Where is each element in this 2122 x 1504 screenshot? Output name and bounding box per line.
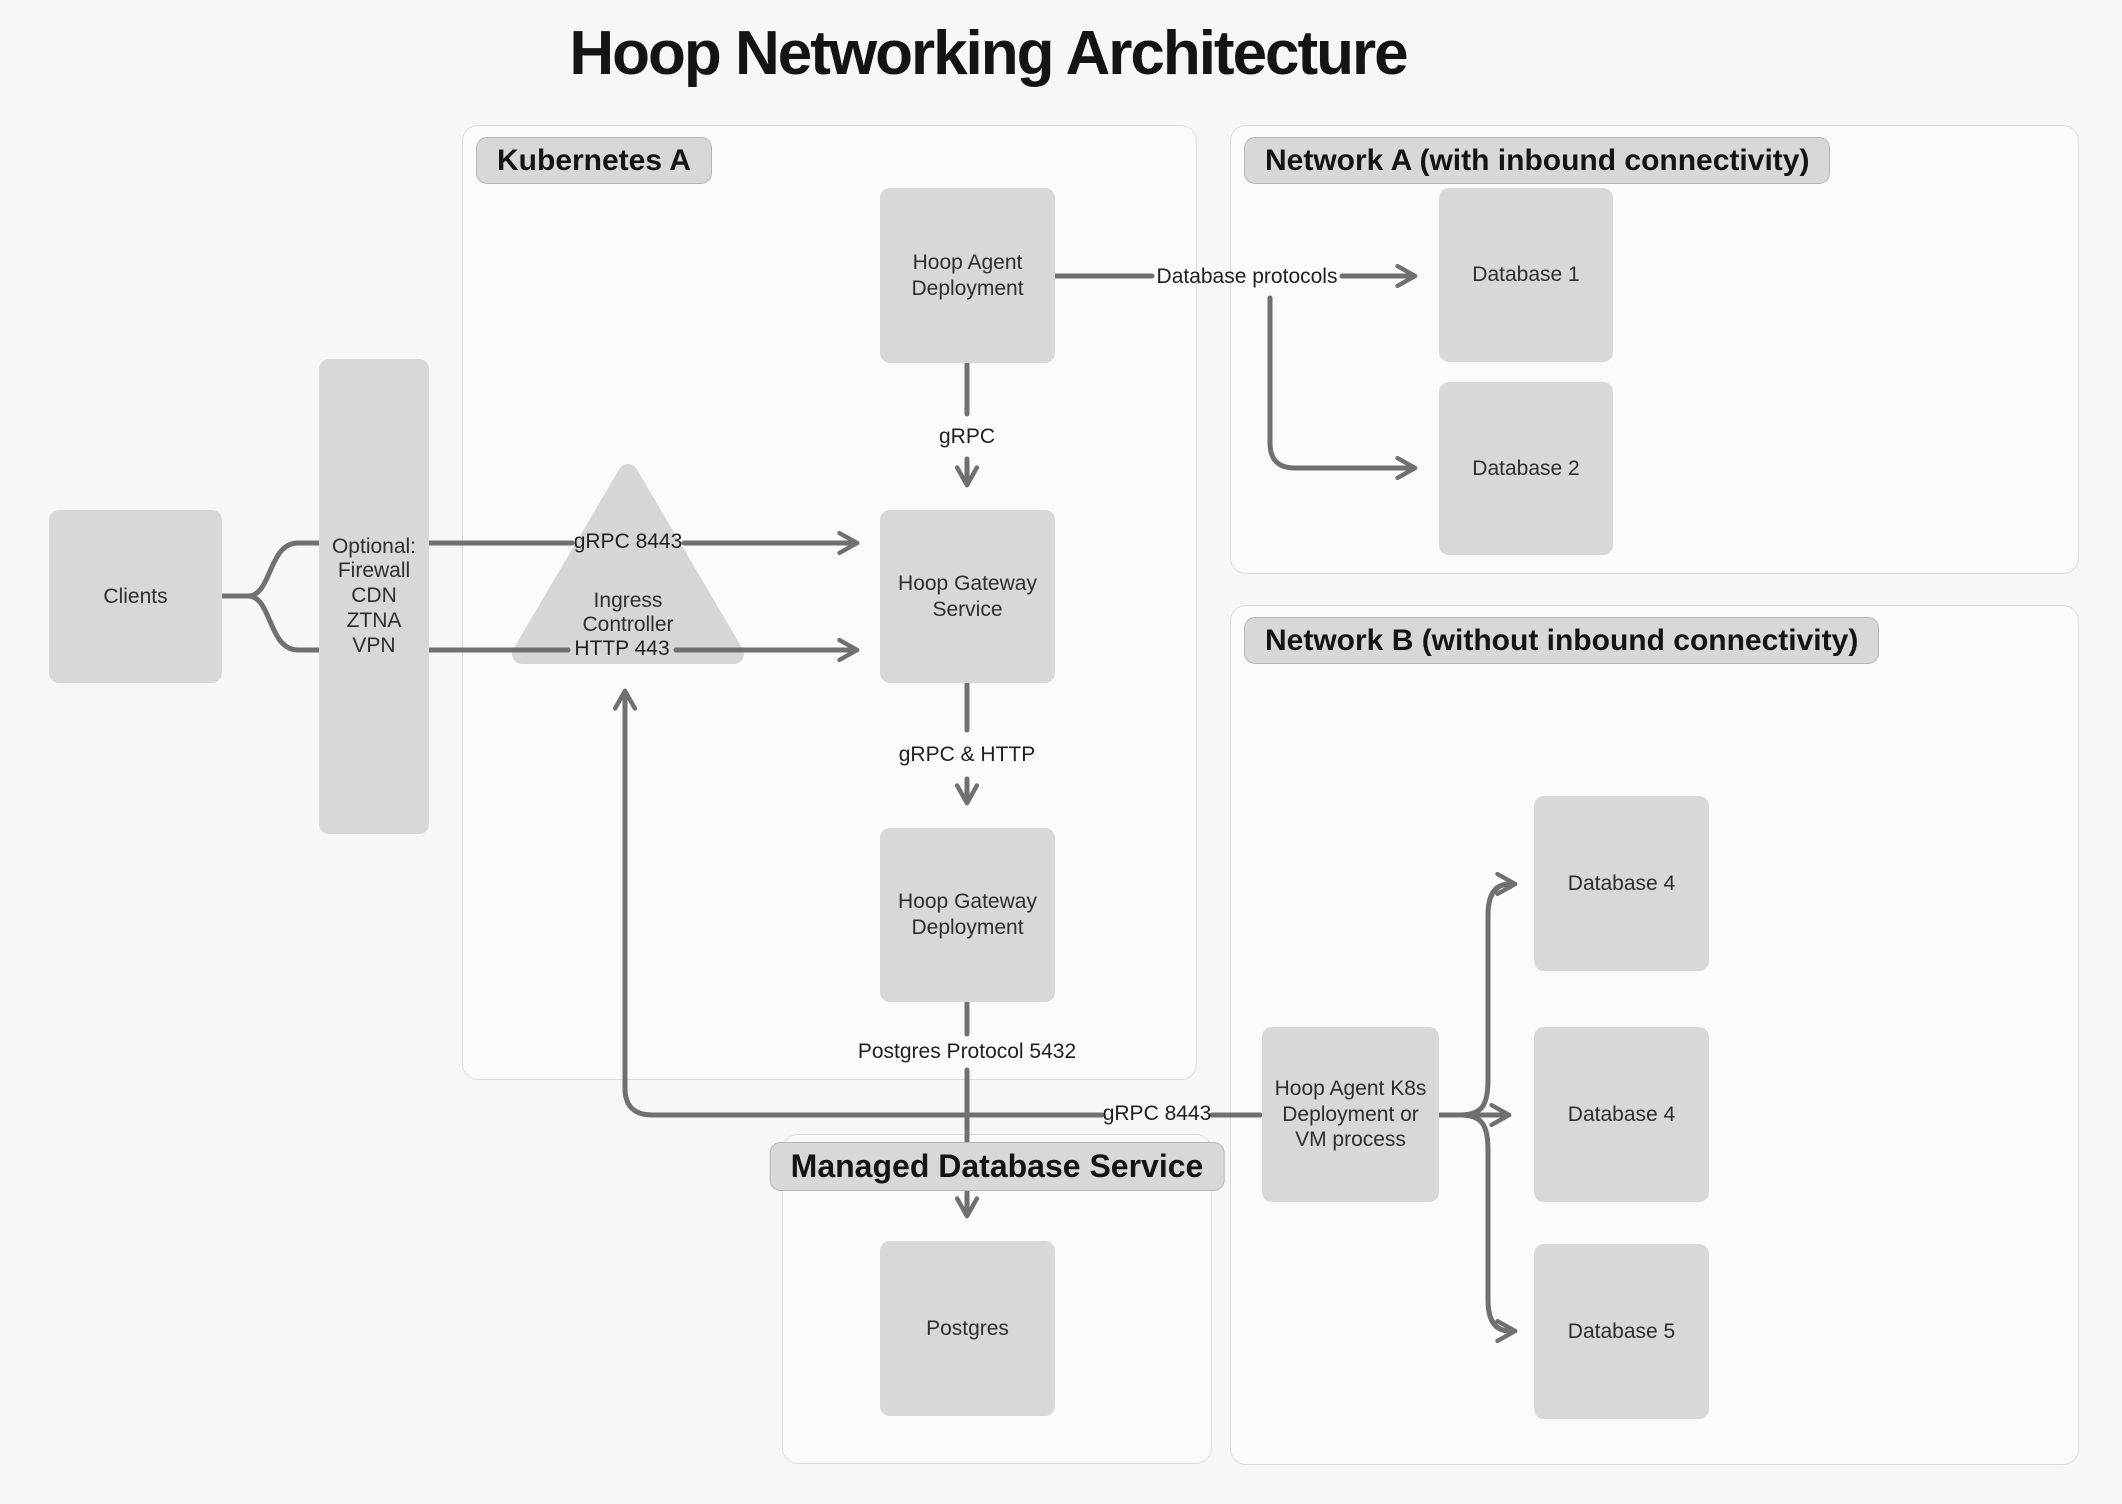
label-managed-db: Managed Database Service: [769, 1142, 1225, 1192]
node-database-1: Database 1: [1439, 188, 1613, 362]
label-kubernetes-a: Kubernetes A: [476, 137, 712, 184]
page-title: Hoop Networking Architecture: [569, 19, 1408, 88]
node-optional-gateway: Optional: Firewall CDN ZTNA VPN: [319, 359, 429, 834]
edge-k8sagent-db4a: [1457, 871, 1518, 1118]
edge-label-grpc: gRPC: [938, 425, 996, 448]
edge-label-grpc-http: gRPC & HTTP: [898, 743, 1036, 766]
edge-clients-fork-down: [245, 593, 301, 653]
edge-label-postgres-protocol: Postgres Protocol 5432: [857, 1040, 1077, 1063]
edge-label-database-protocols: Database protocols: [1156, 265, 1338, 288]
edge-label-http-443: HTTP 443: [574, 637, 670, 660]
edge-label-grpc-8443-ingress: gRPC 8443: [573, 530, 683, 553]
node-hoop-gateway-deployment: Hoop Gateway Deployment: [880, 828, 1055, 1002]
node-database-2: Database 2: [1439, 382, 1613, 555]
container-network-a: [1230, 125, 2079, 574]
node-ingress-controller-label: Ingress Controller: [582, 588, 674, 636]
node-postgres: Postgres: [880, 1241, 1055, 1416]
label-network-a: Network A (with inbound connectivity): [1244, 137, 1831, 184]
edge-agent-db2: [1267, 295, 1418, 481]
edge-label-grpc-8443-agent: gRPC 8443: [1102, 1102, 1212, 1125]
node-hoop-gateway-service: Hoop Gateway Service: [880, 510, 1055, 683]
edge-k8sagent-db5: [1457, 1112, 1518, 1344]
node-database-5: Database 5: [1534, 1244, 1709, 1419]
edge-clients-fork-up: [245, 540, 301, 599]
node-hoop-agent-deployment: Hoop Agent Deployment: [880, 188, 1055, 363]
label-network-b: Network B (without inbound connectivity): [1244, 617, 1880, 664]
edge-k8sagent-grpc-left: [612, 688, 1105, 1118]
node-database-4a: Database 4: [1534, 796, 1709, 971]
node-database-4b: Database 4: [1534, 1027, 1709, 1202]
node-clients: Clients: [49, 510, 222, 683]
node-hoop-agent-k8s: Hoop Agent K8s Deployment or VM process: [1262, 1027, 1439, 1202]
